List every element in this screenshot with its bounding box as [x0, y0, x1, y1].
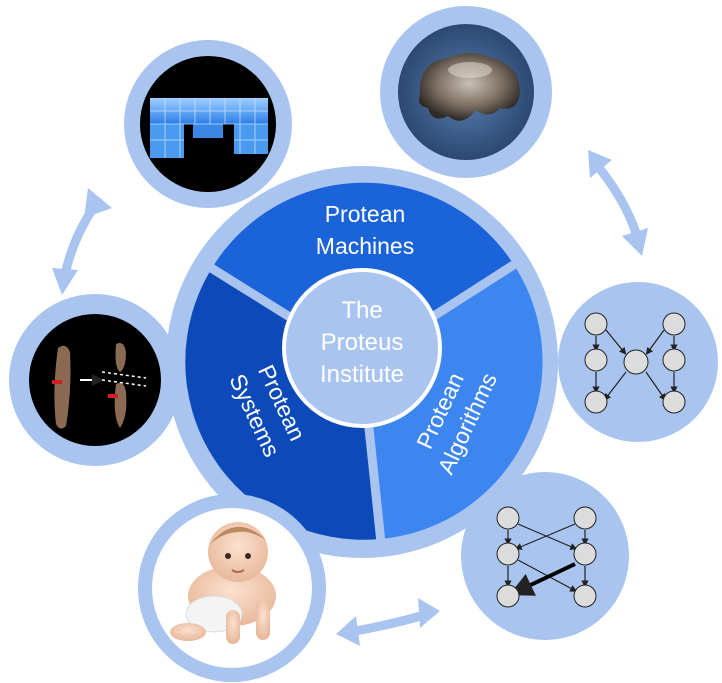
- satellite-graph-2[interactable]: [461, 472, 629, 640]
- arrow-head: [84, 188, 112, 218]
- center-title-line1: The: [341, 297, 382, 324]
- arrow-bottom-connector: [345, 609, 433, 637]
- satellite-baby[interactable]: [138, 494, 326, 682]
- graph-node: [496, 542, 520, 566]
- graph-node: [662, 348, 686, 372]
- graph-node: [573, 584, 597, 608]
- graph-node: [584, 312, 608, 336]
- arrow-head: [52, 268, 78, 295]
- satellite-blue-blocks[interactable]: [124, 40, 292, 208]
- segment-systems[interactable]: [185, 268, 380, 540]
- center-title-line3: Institute: [320, 361, 404, 388]
- satellite-planaria[interactable]: [9, 294, 181, 466]
- satellite-graph-1[interactable]: [558, 282, 718, 442]
- graph-node: [662, 390, 686, 414]
- graph-node: [573, 542, 597, 566]
- arrow-heads: [52, 150, 648, 646]
- graph-node: [584, 390, 608, 414]
- graph-node: [496, 584, 520, 608]
- graph-node: [662, 312, 686, 336]
- graph-node: [496, 506, 520, 530]
- graph-node: [623, 349, 649, 375]
- arrow-head: [336, 616, 360, 646]
- highlighted-edge: [509, 562, 576, 596]
- graph-node: [573, 506, 597, 530]
- arrow-head: [588, 150, 612, 178]
- graph-node: [584, 348, 608, 372]
- center-title-line2: Proteus: [321, 329, 404, 356]
- machines-label-line2: Machines: [316, 233, 414, 259]
- arrow-head: [622, 228, 648, 256]
- arrow-head: [418, 598, 440, 628]
- machines-label-line1: Protean: [325, 201, 406, 227]
- arrow-right-connector: [592, 160, 641, 238]
- center-circle: [282, 268, 442, 428]
- satellite-micrograph[interactable]: [380, 6, 552, 178]
